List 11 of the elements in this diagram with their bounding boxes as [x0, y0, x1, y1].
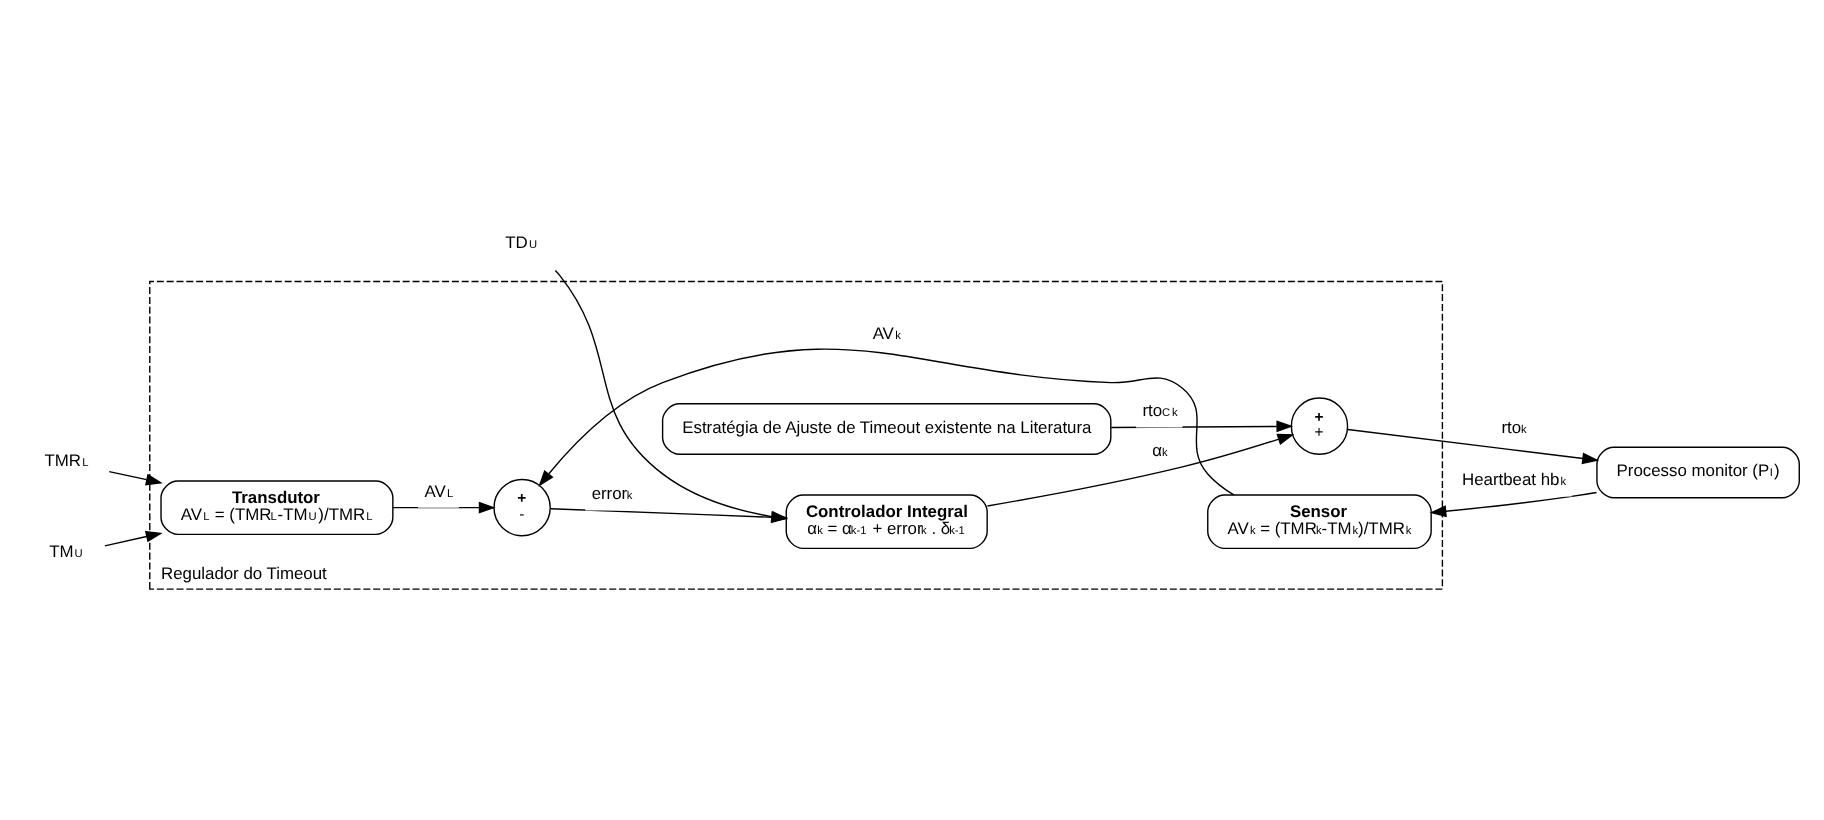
arrow — [1347, 428, 1600, 465]
node-circle: + - — [493, 478, 551, 537]
arrow — [1429, 491, 1598, 518]
node-circle: + + — [1290, 397, 1349, 455]
arrow — [986, 433, 1295, 507]
arrow — [538, 348, 1235, 496]
node-box: Estratégia de Ajuste de Timeout existente na Literatura — [661, 402, 1112, 455]
arrow — [1110, 420, 1294, 433]
arrow — [108, 470, 163, 486]
arrow — [392, 501, 496, 514]
arrow — [104, 530, 163, 547]
